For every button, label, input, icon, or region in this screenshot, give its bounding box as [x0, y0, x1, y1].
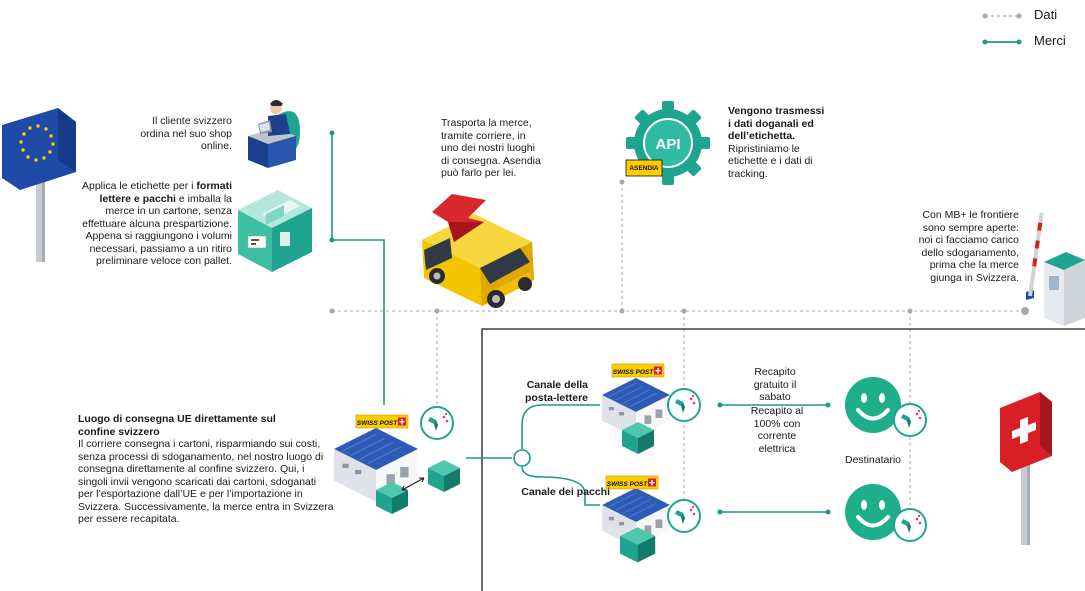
labels-text: Applica le etichette per i formati lette…: [78, 180, 232, 268]
api-text-bold: Vengono trasmessi i dati doganali ed del…: [728, 105, 825, 142]
api-text: Vengono trasmessi i dati doganali ed del…: [728, 105, 826, 180]
goods-lines: [331, 133, 828, 513]
customer-laptop-icon: [248, 100, 300, 168]
goods-line-van: [332, 239, 385, 405]
letters-scanner-icon: [667, 388, 701, 422]
letters-swisspost-label: SWISS POST: [613, 369, 654, 376]
goods-line-nodes: [329, 130, 831, 515]
depot-text: Luogo di consegna UE direttamente sul co…: [78, 413, 334, 526]
api-label: API: [655, 136, 680, 153]
electric-text: Recapito al 100% con corrente elettrica: [750, 405, 804, 455]
parcels-channel-text: Canale dei pacchi: [521, 486, 610, 498]
packing-box-icon: [238, 190, 312, 272]
depot-body: Il corriere consegna i cartoni, risparmi…: [78, 438, 334, 525]
depot-swisspost-label: SWISS POST: [357, 420, 398, 427]
letters-channel-label: Canale della posta-lettere: [512, 379, 588, 404]
swiss-border-line: [481, 328, 1085, 591]
customer-text: Il cliente svizzero ordina nel suo shop …: [140, 115, 232, 152]
goods-line-parcels: [521, 466, 600, 506]
recipient-scanner-icon-parcels: [893, 508, 927, 542]
parcels-scanner-icon: [667, 499, 701, 533]
delivery-van-icon: [422, 194, 534, 308]
smiley-icon-parcels: [843, 482, 903, 542]
parcels-channel-label: Canale dei pacchi: [500, 486, 610, 499]
swiss-flag-icon: [1000, 392, 1052, 545]
mbplus-text: Con MB+ le frontiere sono sempre aperte:…: [918, 209, 1019, 284]
goods-line-letters: [521, 404, 600, 449]
letters-channel-text: Canale della posta-lettere: [524, 379, 588, 404]
asendia-sign-label: ASENDIA: [629, 165, 659, 172]
border-barrier-icon: [1026, 212, 1085, 326]
legend: [982, 13, 1022, 45]
labels-text-pre: Applica le etichette per i: [82, 180, 194, 192]
legend-goods-line: [982, 39, 1022, 45]
legend-goods-label: Merci: [1034, 33, 1066, 48]
labels-text-post: e imballa la merce in un cartone, senza …: [82, 192, 232, 268]
depot-title: Luogo di consegna UE direttamente sul co…: [78, 413, 276, 438]
api-text-rest: Ripristiniamo le etichette e i dati di t…: [728, 142, 813, 180]
legend-data-label: Dati: [1034, 7, 1058, 22]
recipient-scanner-icon-letters: [893, 403, 927, 437]
letters-warehouse-icon: SWISS POST: [601, 363, 671, 454]
recipient-label: Destinatario: [844, 454, 902, 466]
data-line-nodes: [329, 179, 1029, 315]
parcels-warehouse-icon: SWISS POST: [601, 475, 671, 563]
saturday-text: Recapito gratuito il sabato: [753, 366, 797, 403]
parcels-swisspost-label: SWISS POST: [607, 481, 648, 488]
legend-data-line: [982, 13, 1022, 19]
channel-split-node: [513, 449, 531, 467]
depot-scanner-icon: [420, 406, 454, 440]
transport-text: Trasporta la merce, tramite corriere, in…: [441, 117, 541, 179]
labels-text-bold: formati lettere e pacchi: [99, 180, 233, 205]
eu-flag-icon: [2, 108, 76, 262]
smiley-icon-letters: [843, 375, 903, 435]
depot-warehouse-icon: SWISS POST: [333, 414, 460, 514]
api-gear-icon: API ASENDIA: [625, 101, 710, 185]
